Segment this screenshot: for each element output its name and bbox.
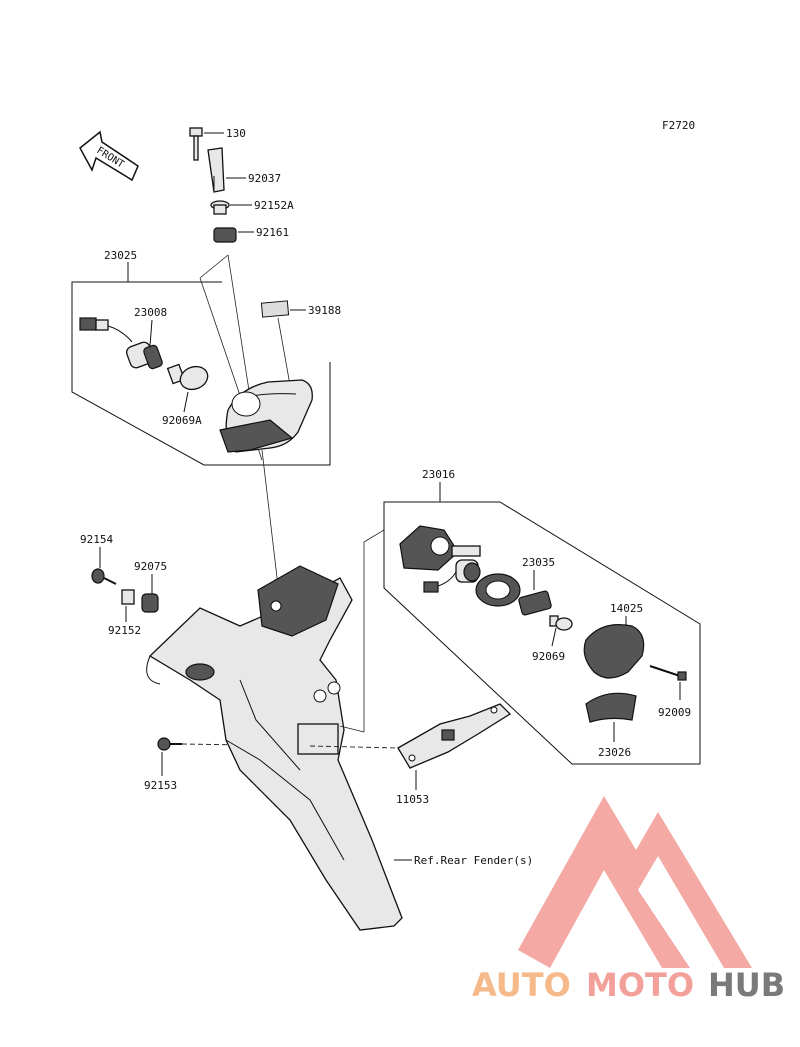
lens-cover-14025-icon [583,624,645,679]
grommet-92075-icon [141,593,159,613]
screw-92009-icon [649,665,687,681]
rear-fender-icon [146,565,403,931]
label-23008: 23008 [134,306,167,319]
label-23035: 23035 [522,556,555,569]
bulb-92069-icon [549,615,573,631]
logo-text-moto: MOTO [586,966,694,1004]
label-23016: 23016 [422,468,455,481]
lens-ring-icon [475,573,521,607]
logo-text-auto: AUTO [472,966,571,1004]
label-92152A: 92152A [254,199,294,212]
label-23026: 23026 [598,746,631,759]
label-92069A: 92069A [162,414,202,427]
bracket-92037-icon [207,147,225,193]
label-92075: 92075 [134,560,167,573]
license-lamp-socket-icon [423,559,481,593]
grommet-92161-icon [213,227,237,243]
front-arrow-icon: FRONT [79,130,139,182]
license-lamp-base-icon [399,525,481,571]
label-14025: 14025 [610,602,643,615]
label-92069: 92069 [532,650,565,663]
label-sticker-39188-icon [260,300,290,318]
label-92153: 92153 [144,779,177,792]
collar-92152A-icon [210,200,230,215]
logo-text-hub: HUB [708,966,785,1004]
label-23025: 23025 [104,249,137,262]
ref-rear-fender-note: Ref.Rear Fender(s) [414,854,533,867]
label-39188: 39188 [308,304,341,317]
tail-lamp-housing-icon [219,379,313,453]
label-11053: 11053 [396,793,429,806]
bolt-130-icon [189,127,203,161]
automotohub-logo-icon [518,796,752,968]
collar-92152-icon [121,589,135,605]
label-92154: 92154 [80,533,113,546]
label-92037: 92037 [248,172,281,185]
reflector-23026-icon [585,692,637,723]
label-92161: 92161 [256,226,289,239]
socket-23035-icon [518,590,552,616]
label-92009: 92009 [658,706,691,719]
label-130: 130 [226,127,246,140]
bulb-92069A-icon [166,363,209,391]
license-bracket-11053-icon [397,703,512,769]
socket-23008-icon [79,317,163,370]
diagram-code: F2720 [662,119,695,132]
screw-92154-icon [91,568,117,585]
bolt-92153-icon [157,737,182,751]
label-92152: 92152 [108,624,141,637]
